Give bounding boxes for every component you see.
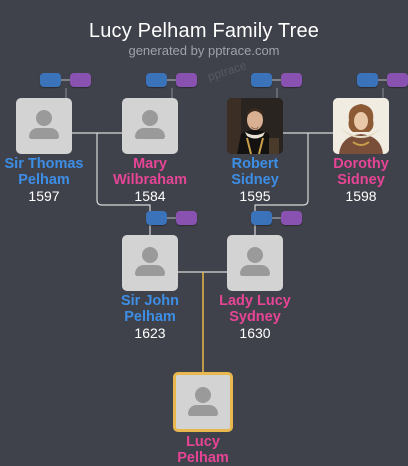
name-line1: Mary xyxy=(133,156,167,172)
expand-john[interactable] xyxy=(146,211,202,227)
add-mother-button[interactable] xyxy=(387,73,408,87)
name-line2: Sydney xyxy=(229,309,281,325)
name-line2: Sidney xyxy=(337,172,385,188)
person-name: Mary Wilbraham xyxy=(95,156,205,188)
name-line1: Dorothy xyxy=(333,156,389,172)
avatar[interactable] xyxy=(16,98,72,154)
name-line2: Pelham xyxy=(124,309,176,325)
person-robert-sidney[interactable]: Robert Sidney 1595 xyxy=(200,98,310,204)
person-mary-wilbraham[interactable]: Mary Wilbraham 1584 xyxy=(95,98,205,204)
add-mother-button[interactable] xyxy=(176,73,197,87)
add-father-button[interactable] xyxy=(146,73,167,87)
mother-branch-button[interactable] xyxy=(281,211,302,225)
mother-branch-button[interactable] xyxy=(176,211,197,225)
avatar[interactable] xyxy=(173,372,233,432)
avatar[interactable] xyxy=(122,98,178,154)
person-name: Lady Lucy Sydney xyxy=(200,293,310,325)
person-name: Sir Thomas Pelham xyxy=(0,156,99,188)
portrait-dorothy-image xyxy=(333,98,389,154)
person-lady-lucy-sydney[interactable]: Lady Lucy Sydney 1630 xyxy=(200,235,310,341)
birth-year: 1630 xyxy=(239,325,271,341)
avatar[interactable] xyxy=(333,98,389,154)
person-name: Sir John Pelham xyxy=(95,293,205,325)
birth-year: 1595 xyxy=(239,188,271,204)
name-line2: Pelham xyxy=(177,450,229,466)
name-line1: Robert xyxy=(231,156,279,172)
person-lucy-pelham-selected[interactable]: Lucy Pelham xyxy=(148,372,258,466)
add-father-button[interactable] xyxy=(40,73,61,87)
avatar[interactable] xyxy=(122,235,178,291)
birth-year: 1623 xyxy=(134,325,166,341)
add-mother-button[interactable] xyxy=(281,73,302,87)
add-parents-robert[interactable] xyxy=(251,73,307,89)
person-name: Dorothy Sidney xyxy=(306,156,408,188)
birth-year: 1598 xyxy=(345,188,377,204)
name-line2: Sidney xyxy=(231,172,279,188)
avatar[interactable] xyxy=(227,235,283,291)
avatar-silhouette-icon xyxy=(247,247,263,263)
person-dorothy-sidney[interactable]: Dorothy Sidney 1598 xyxy=(306,98,408,204)
avatar-silhouette-icon xyxy=(195,387,211,403)
add-parents-thomas[interactable] xyxy=(40,73,96,89)
name-line1: Sir John xyxy=(120,293,179,309)
person-name: Robert Sidney xyxy=(200,156,310,188)
expand-lady-lucy[interactable] xyxy=(251,211,307,227)
father-branch-button[interactable] xyxy=(251,211,272,225)
avatar[interactable] xyxy=(227,98,283,154)
name-line2: Pelham xyxy=(18,172,70,188)
name-line1: Lucy xyxy=(186,434,220,450)
name-line2: Wilbraham xyxy=(113,172,187,188)
birth-year: 1597 xyxy=(28,188,60,204)
add-parents-dorothy[interactable] xyxy=(357,73,408,89)
avatar-silhouette-icon xyxy=(142,110,158,126)
person-sir-thomas-pelham[interactable]: Sir Thomas Pelham 1597 xyxy=(0,98,99,204)
avatar-silhouette-icon xyxy=(36,110,52,126)
add-father-button[interactable] xyxy=(251,73,272,87)
portrait-robert-image xyxy=(227,98,283,154)
add-parents-mary[interactable] xyxy=(146,73,202,89)
add-father-button[interactable] xyxy=(357,73,378,87)
page-subtitle: generated by pptrace.com xyxy=(128,43,280,58)
page-title: Lucy Pelham Family Tree xyxy=(88,20,320,42)
avatar-silhouette-icon xyxy=(142,247,158,263)
name-line1: Lady Lucy xyxy=(219,293,291,309)
father-branch-button[interactable] xyxy=(146,211,167,225)
add-mother-button[interactable] xyxy=(70,73,91,87)
name-line1: Sir Thomas xyxy=(4,156,84,172)
person-name: Lucy Pelham xyxy=(148,434,258,466)
person-sir-john-pelham[interactable]: Sir John Pelham 1623 xyxy=(95,235,205,341)
birth-year: 1584 xyxy=(134,188,166,204)
